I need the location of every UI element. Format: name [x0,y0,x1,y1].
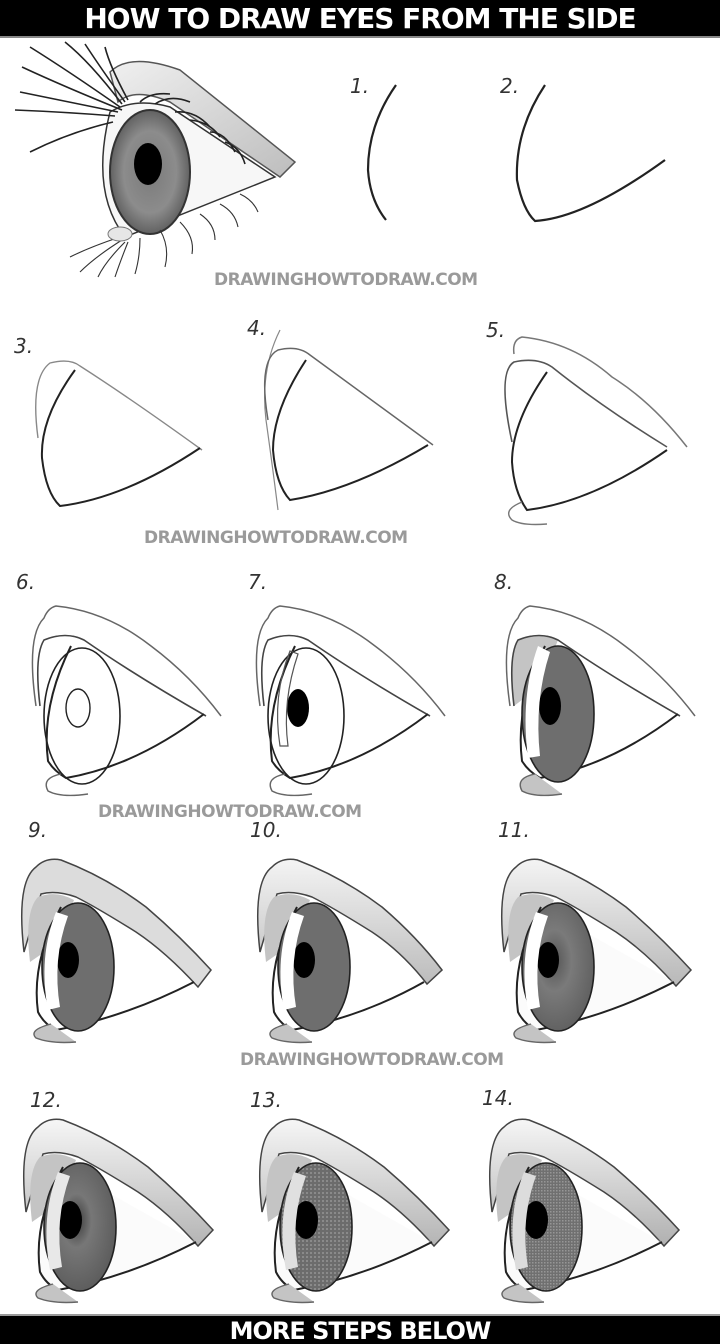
page-title: How to Draw Eyes From the Side [0,0,720,38]
step-number: 2. [500,74,520,98]
watermark: DRAWINGHOWTODRAW.COM [144,528,408,548]
step-number: 7. [248,570,268,594]
step-4-drawing [263,329,434,511]
more-steps-banner: More Steps Below [0,1314,720,1344]
step-2-drawing [515,84,666,223]
step-number: 10. [250,818,282,842]
step-3-drawing [35,360,203,508]
step-9-drawing [20,858,212,1044]
step-number: 9. [28,818,48,842]
step-number: 12. [30,1088,62,1112]
step-8-drawing [505,605,696,797]
step-number: 5. [486,318,506,342]
step-7-drawing [255,605,446,797]
step-number: 14. [482,1086,514,1110]
step-number: 1. [350,74,370,98]
step-13-drawing [258,1118,451,1304]
step-11-drawing [500,858,693,1044]
step-5-drawing [504,336,688,526]
step-1-drawing [366,84,397,221]
step-number: 6. [16,570,36,594]
hero-eye-illustration [14,41,297,278]
watermark: DRAWINGHOWTODRAW.COM [214,270,478,290]
step-number: 11. [498,818,530,842]
step-10-drawing [256,858,444,1044]
step-6-drawing [31,605,222,797]
step-number: 8. [494,570,514,594]
step-number: 3. [14,334,34,358]
watermark: DRAWINGHOWTODRAW.COM [98,802,362,822]
step-12-drawing [22,1118,215,1304]
watermark: DRAWINGHOWTODRAW.COM [240,1050,504,1070]
step-number: 4. [247,316,267,340]
step-14-drawing [488,1118,681,1304]
step-number: 13. [250,1088,282,1112]
